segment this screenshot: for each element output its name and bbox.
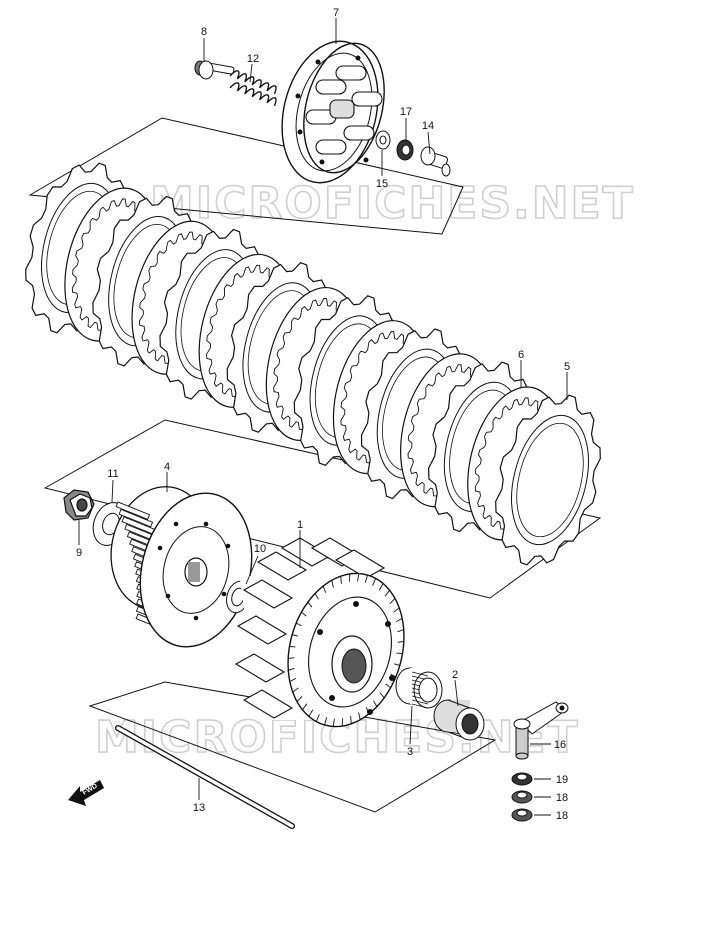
callout-11: 11 (107, 468, 118, 480)
needle-bearing-3 (395, 667, 443, 709)
callout-18-lower: 18 (556, 810, 568, 822)
callout-8: 8 (201, 26, 207, 38)
forward-arrow-icon: FWD (68, 780, 104, 806)
pressure-plate-7 (281, 40, 385, 184)
push-rod-13 (115, 725, 295, 829)
callout-15: 15 (376, 178, 388, 190)
frame-pressure-plate (28, 117, 464, 235)
callout-17: 17 (400, 106, 412, 118)
callout-1: 1 (297, 519, 303, 531)
callout-19: 19 (556, 774, 568, 786)
callout-7: 7 (333, 7, 339, 19)
oil-seal-18-lower (511, 808, 533, 822)
callout-12: 12 (247, 53, 259, 65)
spacer-2 (433, 699, 485, 741)
washer-15 (375, 130, 391, 150)
callout-3: 3 (407, 746, 413, 758)
callout-13: 13 (193, 802, 205, 814)
watermark-top: MICROFICHES.NET (150, 178, 635, 229)
callout-6: 6 (518, 349, 524, 361)
bearing-17 (396, 139, 414, 161)
callout-14: 14 (422, 120, 434, 132)
callout-4: 4 (164, 461, 170, 473)
clutch-housing-1 (234, 537, 405, 728)
leader-lines (78, 18, 568, 816)
callout-2: 2 (452, 669, 458, 681)
oil-seal-18-upper (511, 790, 533, 804)
callout-18-upper: 18 (556, 792, 568, 804)
bolt-8 (194, 60, 235, 80)
bearing-19 (511, 772, 533, 786)
frame-pushrod (88, 681, 497, 813)
clutch-sleeve-hub-4 (110, 486, 253, 648)
callout-9: 9 (76, 547, 82, 559)
callout-labels: 8 7 12 17 14 15 6 5 11 4 9 10 1 2 3 16 1… (76, 7, 570, 822)
release-camshaft-16 (513, 701, 569, 760)
nut-9 (63, 489, 95, 521)
push-piece-14 (420, 146, 451, 177)
drive-plate (495, 394, 601, 566)
spring-12 (229, 70, 277, 107)
callout-10: 10 (254, 543, 266, 555)
callout-16: 16 (554, 739, 566, 751)
callout-5: 5 (564, 361, 570, 373)
clutch-plate-stack (25, 162, 601, 566)
